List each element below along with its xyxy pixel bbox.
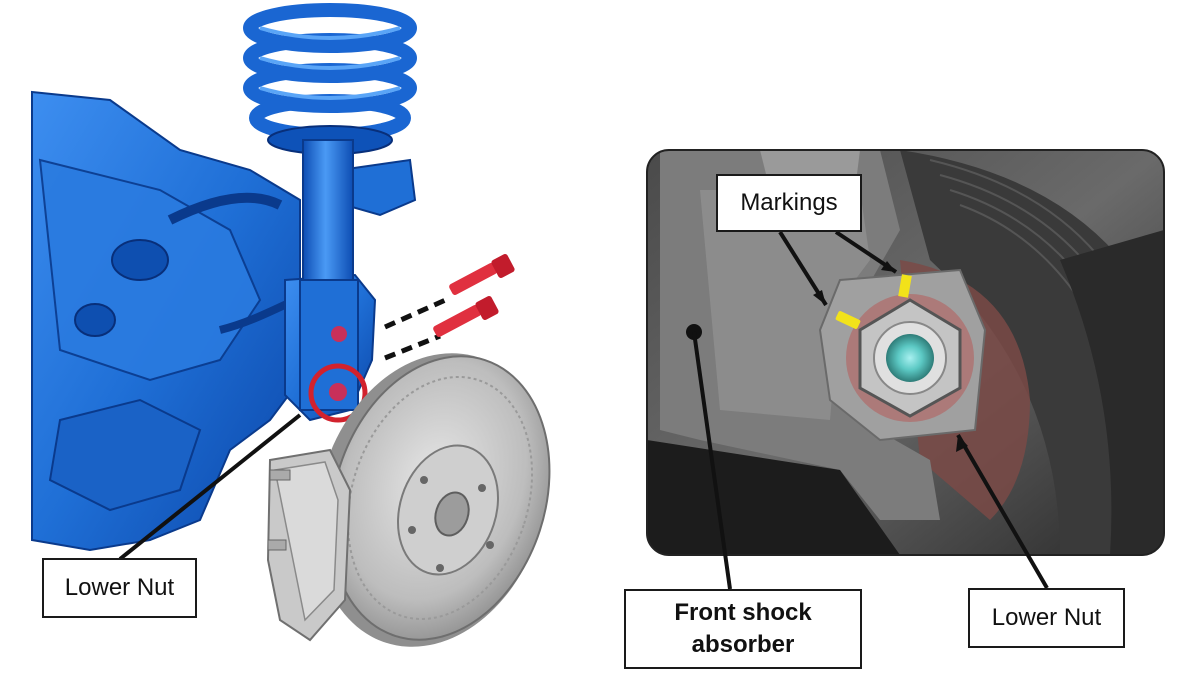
markings-label: Markings bbox=[716, 174, 862, 232]
marking-lower bbox=[835, 311, 861, 329]
leader-line-shock-absorber bbox=[692, 331, 732, 590]
bolt-upper bbox=[449, 254, 515, 295]
lower-nut-highlight-circle bbox=[308, 363, 368, 423]
coil-spring bbox=[243, 3, 417, 142]
lower-nut-label-right-text: Lower Nut bbox=[991, 604, 1102, 631]
brake-rotor bbox=[315, 353, 551, 647]
leader-line-right-nut bbox=[956, 433, 1049, 590]
markings-label-text: Markings bbox=[740, 189, 838, 216]
upper-nut bbox=[331, 326, 347, 342]
lower-nut-left bbox=[329, 383, 347, 401]
bolt-guide-line-upper bbox=[383, 295, 452, 330]
front-shock-absorber-label: Front shock absorber bbox=[624, 589, 862, 669]
marking-upper bbox=[898, 274, 912, 298]
lower-nut-label-right: Lower Nut bbox=[968, 588, 1125, 648]
bolt-lower bbox=[433, 296, 499, 337]
lower-nut-label-left-text: Lower Nut bbox=[64, 574, 175, 601]
photo-panel bbox=[646, 149, 1165, 590]
bolt-guide-line-lower bbox=[384, 333, 441, 361]
front-shock-label-line1: Front shock bbox=[674, 599, 812, 626]
leader-line-left-nut bbox=[118, 413, 302, 561]
lower-nut-label-left: Lower Nut bbox=[42, 558, 197, 618]
suspension-illustration bbox=[31, 3, 551, 647]
front-shock-label-line2: absorber bbox=[691, 631, 795, 658]
